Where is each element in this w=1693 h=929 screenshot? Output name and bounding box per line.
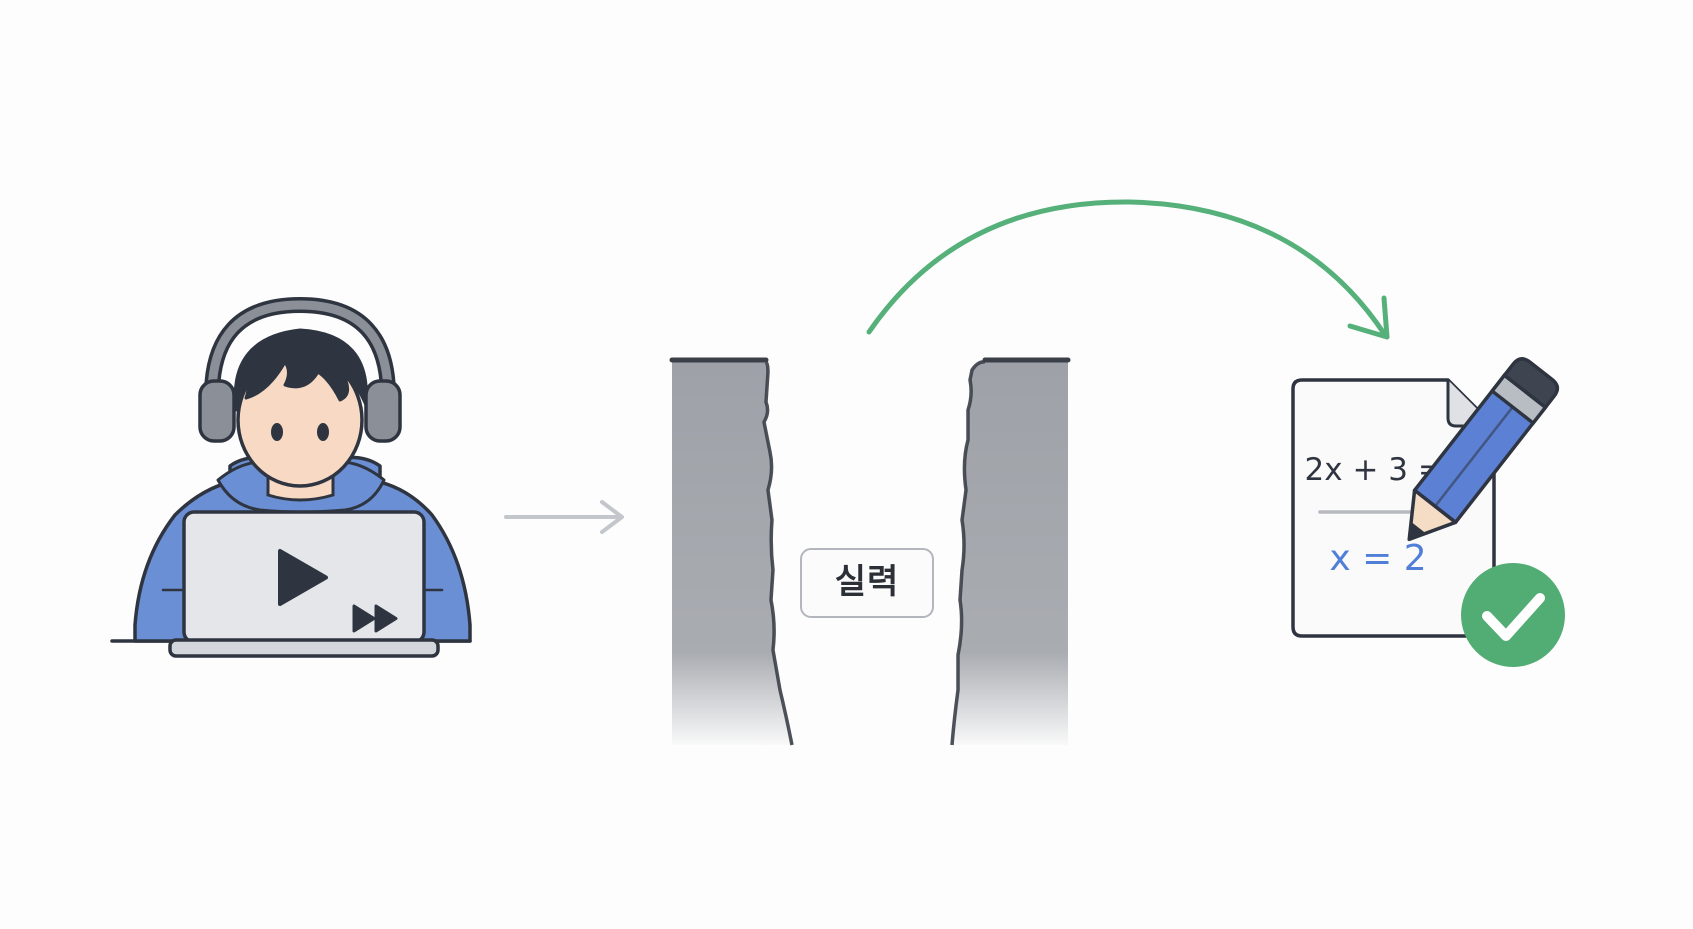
- laptop-icon: [168, 510, 440, 658]
- pencil-icon: [1407, 357, 1559, 542]
- skill-label: 실력: [800, 548, 934, 618]
- checkmark-icon: [1461, 563, 1565, 667]
- head-icon: [203, 296, 397, 488]
- play-icon: [278, 549, 328, 606]
- learner-illustration: [110, 296, 472, 658]
- headphones-icon: [198, 379, 402, 443]
- flow-arrow: [504, 500, 624, 534]
- wall-left: [669, 357, 794, 746]
- answer-text: x = 2: [1329, 538, 1426, 579]
- wall-right: [950, 357, 1071, 746]
- jump-arrow: [866, 199, 1390, 340]
- fast-forward-icon: [352, 604, 398, 633]
- worksheet-illustration: 2x + 3 = 7 x = 2: [1291, 357, 1565, 667]
